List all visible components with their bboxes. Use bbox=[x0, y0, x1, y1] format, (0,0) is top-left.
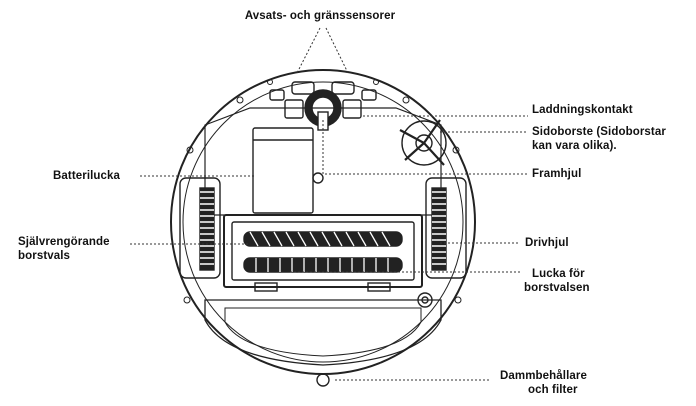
robot-inner-rim bbox=[182, 81, 464, 363]
label-charging-contact: Laddningskontakt bbox=[532, 104, 633, 116]
battery-cover bbox=[252, 127, 324, 214]
charging-contacts bbox=[284, 99, 362, 119]
rim-screws bbox=[183, 79, 462, 304]
label-drive-wheel: Drivhjul bbox=[525, 237, 569, 249]
label-front-wheel: Framhjul bbox=[532, 168, 582, 180]
label-side-brush-2: kan vara olika). bbox=[532, 140, 617, 152]
label-side-brush-1: Sidoborste (Sidoborstar bbox=[532, 126, 666, 138]
left-drive-wheel bbox=[179, 177, 221, 279]
label-dustbin-2: och filter bbox=[528, 384, 578, 396]
self-cleaning-brushroll bbox=[243, 231, 403, 247]
label-self-cleaning-2: borstvals bbox=[18, 250, 71, 262]
side-brush bbox=[399, 119, 447, 166]
label-self-cleaning-1: Självrengörande bbox=[18, 236, 110, 248]
label-brush-door-2: borstvalsen bbox=[524, 282, 590, 294]
label-brush-door-1: Lucka för bbox=[532, 268, 585, 280]
label-battery-cover: Batterilucka bbox=[53, 170, 121, 182]
label-cliff-sensors: Avsats- och gränssensorer bbox=[244, 10, 396, 22]
label-dustbin-1: Dammbehållare bbox=[500, 370, 587, 382]
cliff-sensors bbox=[269, 81, 377, 101]
right-drive-wheel bbox=[425, 177, 467, 279]
brush-roll-compartment bbox=[223, 214, 423, 292]
leader-lines bbox=[130, 27, 528, 381]
dustbin bbox=[204, 292, 442, 387]
